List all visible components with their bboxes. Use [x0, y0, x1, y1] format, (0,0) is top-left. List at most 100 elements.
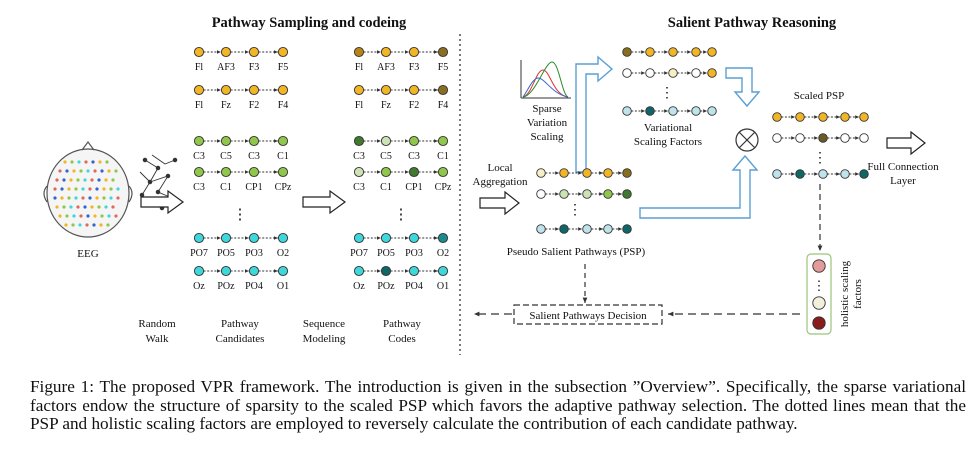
- candidate-row: [193, 84, 289, 96]
- code-node-label: O1: [437, 281, 449, 292]
- codes-to-aggregation-arrow: [479, 190, 520, 216]
- factor-row-node: [622, 106, 632, 116]
- scaled-psp-row: [772, 133, 869, 143]
- candidate-row-node: [277, 135, 289, 147]
- scaled-psp-row-node: [772, 169, 782, 179]
- eeg-electrode: [58, 169, 62, 173]
- code-row-node: [353, 166, 365, 178]
- code-node-label: POz: [377, 281, 395, 292]
- eeg-electrode: [92, 223, 96, 227]
- eeg-electrode: [65, 169, 69, 173]
- random-walk-label-1: Random: [138, 318, 176, 330]
- scaled-psp-row-node: [840, 112, 850, 122]
- code-row-node: [437, 166, 449, 178]
- eeg-electrode: [88, 187, 92, 191]
- eeg-electrode: [102, 187, 106, 191]
- psp-row-node: [603, 224, 613, 234]
- candidate-row-node: [248, 84, 260, 96]
- eeg-label: EEG: [77, 248, 98, 260]
- holistic-factor-bottom: [812, 316, 826, 330]
- candidate-node-label: F3: [249, 62, 260, 73]
- code-row-node: [353, 135, 365, 147]
- factor-row: [622, 47, 717, 57]
- eeg-electrode: [55, 178, 59, 182]
- code-row: [353, 135, 449, 147]
- eeg-electrode: [65, 214, 69, 218]
- candidate-node-label: POz: [217, 281, 235, 292]
- code-row-node: [408, 84, 420, 96]
- holistic-factors-label-2: factors: [852, 279, 864, 309]
- factor-row-node: [645, 47, 655, 57]
- eeg-to-candidates-arrow: [140, 189, 185, 215]
- code-node-label: PO3: [405, 248, 423, 259]
- holistic-factors-box: [806, 253, 832, 335]
- candidate-node-label: PO7: [190, 248, 208, 259]
- psp-ellipsis: ⋮: [568, 203, 582, 218]
- variational-scaling-factors: [622, 47, 717, 116]
- code-node-label: Fl: [355, 62, 364, 73]
- candidate-row-node: [220, 232, 232, 244]
- holistic-factor-middle: [812, 296, 826, 310]
- candidate-node-label: F2: [249, 100, 260, 111]
- code-row-node: [408, 232, 420, 244]
- psp-row-node: [603, 189, 613, 199]
- factor-row-node: [707, 106, 717, 116]
- salient-pathways-decision-label: Salient Pathways Decision: [529, 310, 647, 322]
- candidate-node-label: PO3: [245, 248, 263, 259]
- candidate-row-node: [248, 232, 260, 244]
- psp-row-node: [559, 168, 569, 178]
- eeg-electrode: [114, 169, 118, 173]
- code-node-label: O2: [437, 248, 449, 259]
- candidate-node-label: O2: [277, 248, 289, 259]
- candidate-node-label: CP1: [245, 182, 262, 193]
- scaled-psp-ellipsis: ⋮: [813, 151, 827, 166]
- sparse-variation-label-3: Scaling: [531, 131, 564, 143]
- candidate-row-node: [193, 166, 205, 178]
- candidate-row-node: [220, 84, 232, 96]
- eeg-electrode: [107, 169, 111, 173]
- psp-to-multiply-arrow: [639, 154, 759, 219]
- factor-row: [622, 106, 717, 116]
- eeg-electrode: [53, 196, 57, 200]
- candidate-row-node: [193, 265, 205, 277]
- eeg-electrode: [95, 187, 99, 191]
- eeg-electrode: [90, 178, 94, 182]
- sparse-variation-label-2: Variation: [527, 117, 568, 129]
- candidate-node-label: C3: [248, 151, 260, 162]
- eeg-electrode: [85, 223, 89, 227]
- pathway-codes-label-1: Pathway: [383, 318, 421, 330]
- eeg-electrode: [77, 160, 81, 164]
- code-row-node: [408, 135, 420, 147]
- eeg-electrode: [62, 178, 66, 182]
- candidate-row-node: [220, 135, 232, 147]
- eeg-electrode: [64, 223, 68, 227]
- eeg-electrode: [116, 187, 120, 191]
- eeg-electrode: [70, 160, 74, 164]
- candidate-node-label: F5: [278, 62, 289, 73]
- code-node-label: F3: [409, 62, 420, 73]
- candidate-row-node: [248, 265, 260, 277]
- psp-row: [536, 189, 632, 199]
- eeg-electrode: [83, 178, 87, 182]
- code-row-node: [437, 84, 449, 96]
- psp-row: [536, 224, 632, 234]
- salient-pathways-decision-box: [513, 304, 663, 325]
- scaled-psp-row-node: [859, 133, 869, 143]
- code-row: [353, 166, 449, 178]
- code-row-node: [408, 46, 420, 58]
- candidate-row-node: [193, 232, 205, 244]
- scaling-to-factors-arrow: [575, 55, 614, 173]
- code-node-label: F5: [438, 62, 449, 73]
- code-node-label: Oz: [353, 281, 365, 292]
- eeg-electrode: [102, 196, 106, 200]
- code-row-node: [380, 265, 392, 277]
- code-node-label: F2: [409, 100, 420, 111]
- candidate-node-label: C1: [220, 182, 232, 193]
- eeg-electrode: [90, 205, 94, 209]
- eeg-electrode: [104, 178, 108, 182]
- code-node-label: Fz: [381, 100, 392, 111]
- pathway-candidates-label-1: Pathway: [221, 318, 259, 330]
- eeg-electrode: [63, 160, 67, 164]
- candidate-node-label: C3: [193, 182, 205, 193]
